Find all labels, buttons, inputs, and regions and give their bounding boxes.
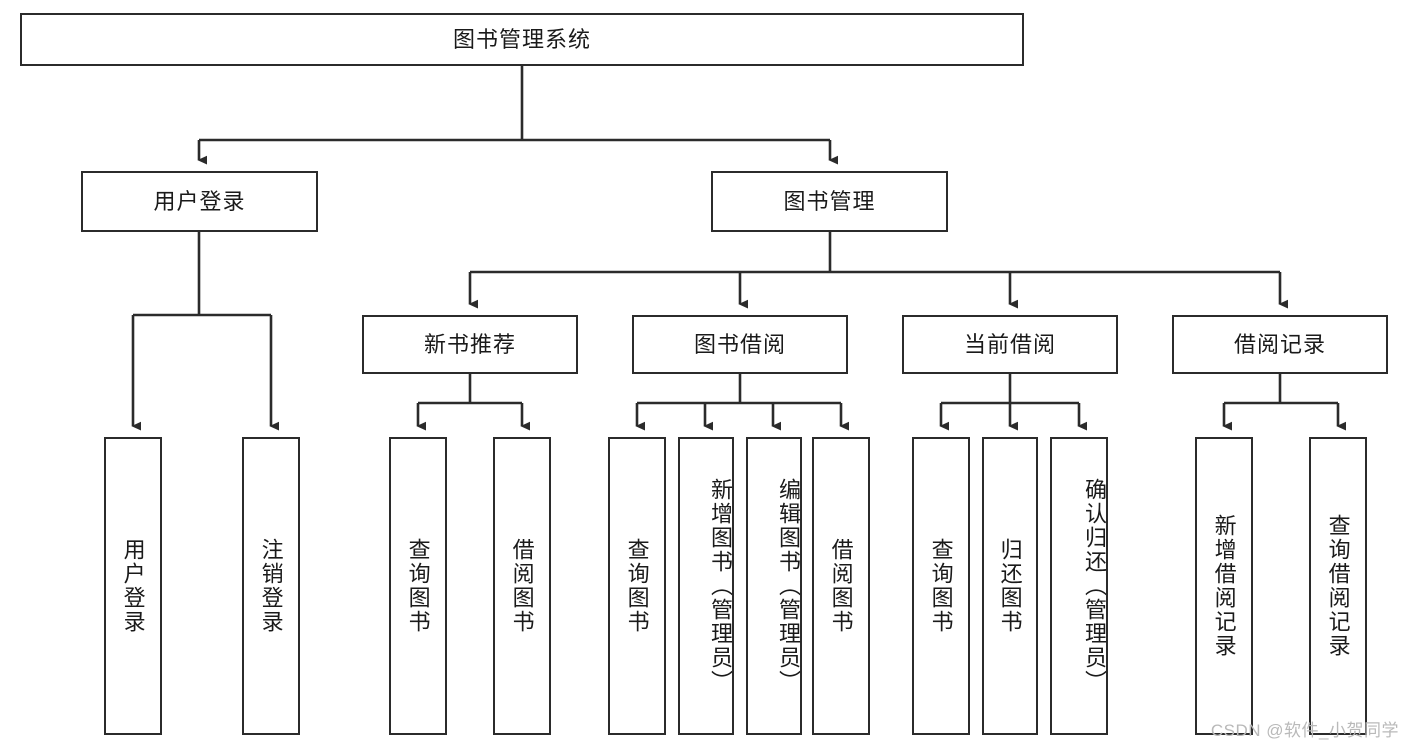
leaf-query-book-1[interactable]: 查询图书	[389, 437, 447, 735]
node-label: 图书借阅	[693, 331, 786, 357]
leaf-confirm-return[interactable]: 确认归还（管理员）	[1050, 437, 1108, 735]
leaf-return-book[interactable]: 归还图书	[982, 437, 1038, 735]
node-label: 当前借阅	[963, 331, 1056, 357]
leaf-logout[interactable]: 注销登录	[242, 437, 300, 735]
node-label: 确认归还（管理员）	[1082, 478, 1107, 694]
node-label: 借阅记录	[1233, 331, 1326, 357]
leaf-query-book-2[interactable]: 查询图书	[608, 437, 666, 735]
leaf-query-record[interactable]: 查询借阅记录	[1309, 437, 1367, 735]
leaf-borrow-book-2[interactable]: 借阅图书	[812, 437, 870, 735]
node-label: 新增图书（管理员）	[708, 478, 733, 694]
node-book-manage[interactable]: 图书管理	[711, 171, 948, 232]
node-label: 查询图书	[624, 538, 650, 634]
leaf-edit-book[interactable]: 编辑图书（管理员）	[746, 437, 802, 735]
leaf-query-book-3[interactable]: 查询图书	[912, 437, 970, 735]
node-label: 编辑图书（管理员）	[776, 478, 801, 694]
node-label: 查询图书	[928, 538, 954, 634]
leaf-user-login[interactable]: 用户登录	[104, 437, 162, 735]
node-label: 查询图书	[405, 538, 431, 634]
node-borrow-record[interactable]: 借阅记录	[1172, 315, 1388, 374]
node-new-book-rec[interactable]: 新书推荐	[362, 315, 578, 374]
node-label: 图书管理系统	[452, 26, 591, 52]
node-label: 用户登录	[120, 538, 146, 634]
leaf-add-book[interactable]: 新增图书（管理员）	[678, 437, 734, 735]
node-current-borrow[interactable]: 当前借阅	[902, 315, 1118, 374]
node-root[interactable]: 图书管理系统	[20, 13, 1024, 66]
node-user-login[interactable]: 用户登录	[81, 171, 318, 232]
node-label: 借阅图书	[828, 538, 854, 634]
node-label: 新增借阅记录	[1211, 514, 1237, 658]
node-label: 图书管理	[783, 188, 876, 214]
leaf-add-record[interactable]: 新增借阅记录	[1195, 437, 1253, 735]
node-label: 注销登录	[258, 538, 284, 634]
node-label: 用户登录	[153, 188, 246, 214]
node-label: 借阅图书	[509, 538, 535, 634]
node-label: 新书推荐	[423, 331, 516, 357]
node-label: 查询借阅记录	[1325, 514, 1351, 658]
node-book-borrow[interactable]: 图书借阅	[632, 315, 848, 374]
leaf-borrow-book-1[interactable]: 借阅图书	[493, 437, 551, 735]
node-label: 归还图书	[997, 538, 1023, 634]
